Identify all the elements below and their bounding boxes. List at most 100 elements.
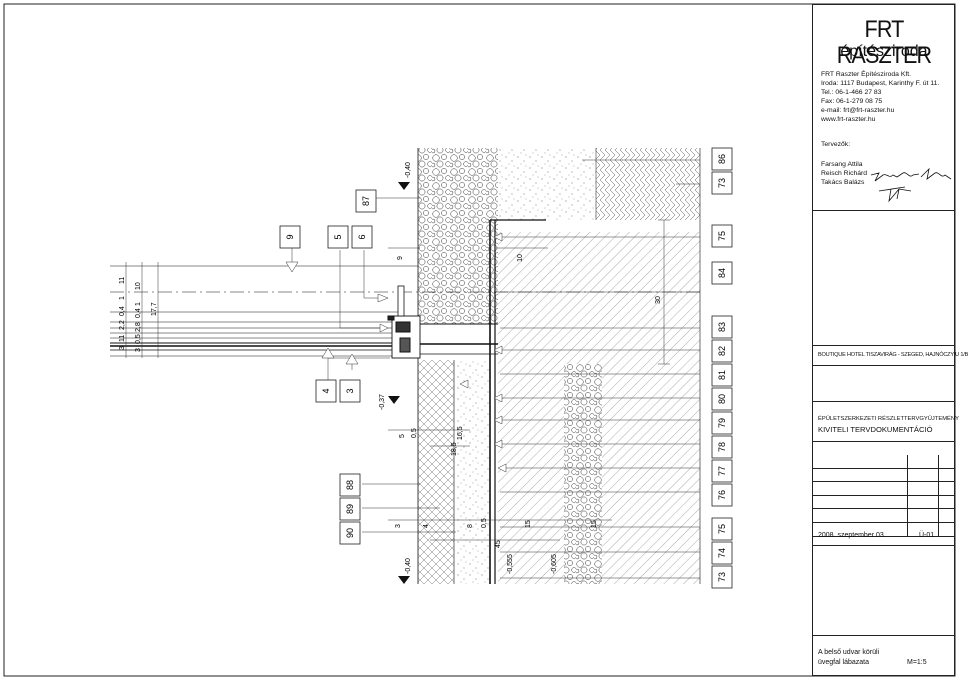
right-tag-label-6: 81: [717, 370, 727, 380]
hatch-lower-right: [602, 364, 700, 584]
left-tag-box-2: [327, 225, 349, 249]
dim-l13: 17,7: [151, 302, 158, 316]
left-tag-label-8: 90: [345, 528, 355, 538]
office-address: Iroda: 1117 Budapest, Karinthy F. út 11.: [821, 80, 940, 87]
level-3: -0,40: [405, 558, 412, 574]
left-tag-box-0: [355, 189, 377, 213]
bottom-dim-labels: 3 4 8 0,5 15 45 15: [395, 518, 598, 548]
level-1: -0,40: [405, 162, 412, 178]
left-tag-box-4: [315, 379, 337, 403]
depth-dimension: [658, 219, 670, 365]
dim-l5: 1: [119, 296, 126, 300]
dim-b7: 15: [591, 520, 598, 528]
designer-3: Takács Balázs: [821, 179, 865, 186]
insulation-dots: [454, 360, 490, 584]
dim-l3: 2,2: [119, 320, 126, 330]
left-dims: [125, 262, 159, 358]
left-tag-box-1: [279, 225, 301, 249]
logo: FRT RASZTER építésziroda: [823, 17, 945, 69]
right-tag-box-6: [711, 363, 733, 387]
dotted-fill-top: [498, 148, 596, 220]
mid-dim-lines: [388, 429, 470, 447]
drawing-title-1: A belső udvar körüli: [818, 649, 880, 656]
fax: Fax: 06-1-279 08 75: [821, 98, 883, 105]
foundation-crosshatch: [418, 360, 454, 584]
left-tag-box-5: [339, 379, 361, 403]
left-tag-label-1: 9: [285, 234, 295, 239]
right-tag-box-2: [711, 224, 733, 248]
left-tag-label-3: 6: [357, 234, 367, 239]
right-tag-label-7: 80: [717, 394, 727, 404]
concrete-hatch: [498, 232, 700, 364]
right-tag-label-0: 86: [717, 154, 727, 164]
right-tag-box-11: [711, 483, 733, 507]
layer-arrowheads: [459, 232, 507, 473]
dim-m3: 16,5: [457, 426, 464, 440]
left-tag-label-2: 5: [333, 234, 343, 239]
phone: Tel.: 06-1-466 27 83: [821, 89, 882, 96]
right-tag-box-9: [711, 435, 733, 459]
dim-l2: 11: [119, 335, 126, 342]
right-tag-label-10: 77: [717, 466, 727, 476]
right-tag-label-1: 73: [717, 178, 727, 188]
dim-b4: 0,5: [481, 518, 488, 528]
right-tag-box-1: [711, 171, 733, 195]
right-tag-label-13: 74: [717, 548, 727, 558]
left-tag-label-0: 87: [361, 196, 371, 206]
scale: M=1:5: [907, 659, 927, 666]
designers-label: Tervezők:: [821, 141, 851, 148]
project-name: BOUTIQUE HOTEL TISZAVIRÁG - SZEGED, HAJN…: [818, 352, 968, 358]
dim-l9: 2,8: [135, 322, 142, 332]
left-tag-label-5: 3: [345, 388, 355, 393]
right-tag-box-4: [711, 315, 733, 339]
email: e-mail: frt@frt-raszter.hu: [821, 107, 895, 114]
pebble-layer-top: [418, 148, 498, 324]
right-tag-label-8: 79: [717, 418, 727, 428]
right-tag-label-14: 73: [717, 572, 727, 582]
bottom-dim-lines: [388, 519, 612, 541]
dim-b3: 8: [467, 524, 474, 528]
right-tag-label-5: 82: [717, 346, 727, 356]
dim-l1: 3: [119, 346, 126, 350]
level-2: -0,37: [379, 394, 386, 410]
signatures: [870, 167, 952, 203]
date: 2008. szeptember 03.: [818, 532, 886, 539]
level-4: -0,555: [507, 554, 514, 574]
frame-profile: [387, 285, 421, 359]
dim-l12: 10: [135, 282, 142, 290]
title-block: FRT RASZTER építésziroda FRT Raszter Épí…: [812, 4, 968, 676]
mid-dim-labels: 0,5 5 16,5 18,5: [399, 426, 464, 456]
dim-m2: 5: [399, 434, 406, 438]
left-leaders: [285, 197, 456, 533]
logo-main: FRT RASZTER: [836, 16, 932, 69]
left-tag-label-7: 89: [345, 504, 355, 514]
dim-m1: 0,5: [411, 428, 418, 438]
right-tag-label-9: 78: [717, 442, 727, 452]
dim-m4: 18,5: [451, 442, 458, 456]
left-tag-box-3: [351, 225, 373, 249]
revision-table: [813, 455, 954, 537]
right-tag-label-4: 83: [717, 322, 727, 332]
left-tag-box-6: [339, 473, 361, 497]
level-markers: -0,40 -0,37 -0,40 -0,555 -0,605: [379, 162, 558, 584]
phase: KIVITELI TERVDOKUMENTÁCIÓ: [818, 425, 933, 434]
right-tag-label-12: 75: [717, 524, 727, 534]
dim-b1: 3: [395, 524, 402, 528]
left-dim-labels: 3 11 2,2 0,4 1 11 3 0,5 2,8 0,4 1 10 17,…: [119, 277, 158, 352]
left-tag-box-7: [339, 497, 361, 521]
company-name: FRT Raszter Építésziroda Kft.: [821, 71, 912, 78]
right-tag-label-11: 76: [717, 490, 727, 500]
right-tag-box-13: [711, 541, 733, 565]
website: www.frt-raszter.hu: [821, 116, 876, 123]
hatch-lower: [498, 364, 564, 584]
designer-2: Reisch Richárd: [821, 170, 868, 177]
sheet-number: Ü-01: [919, 532, 935, 539]
right-tag-box-14: [711, 565, 733, 589]
right-tag-box-7: [711, 387, 733, 411]
dim-l6: 11: [119, 277, 126, 284]
dim-top-1: 9: [397, 256, 404, 260]
dim-b2: 4: [423, 524, 430, 528]
right-tag-label-2: 75: [717, 231, 727, 241]
right-tag-box-3: [711, 261, 733, 285]
